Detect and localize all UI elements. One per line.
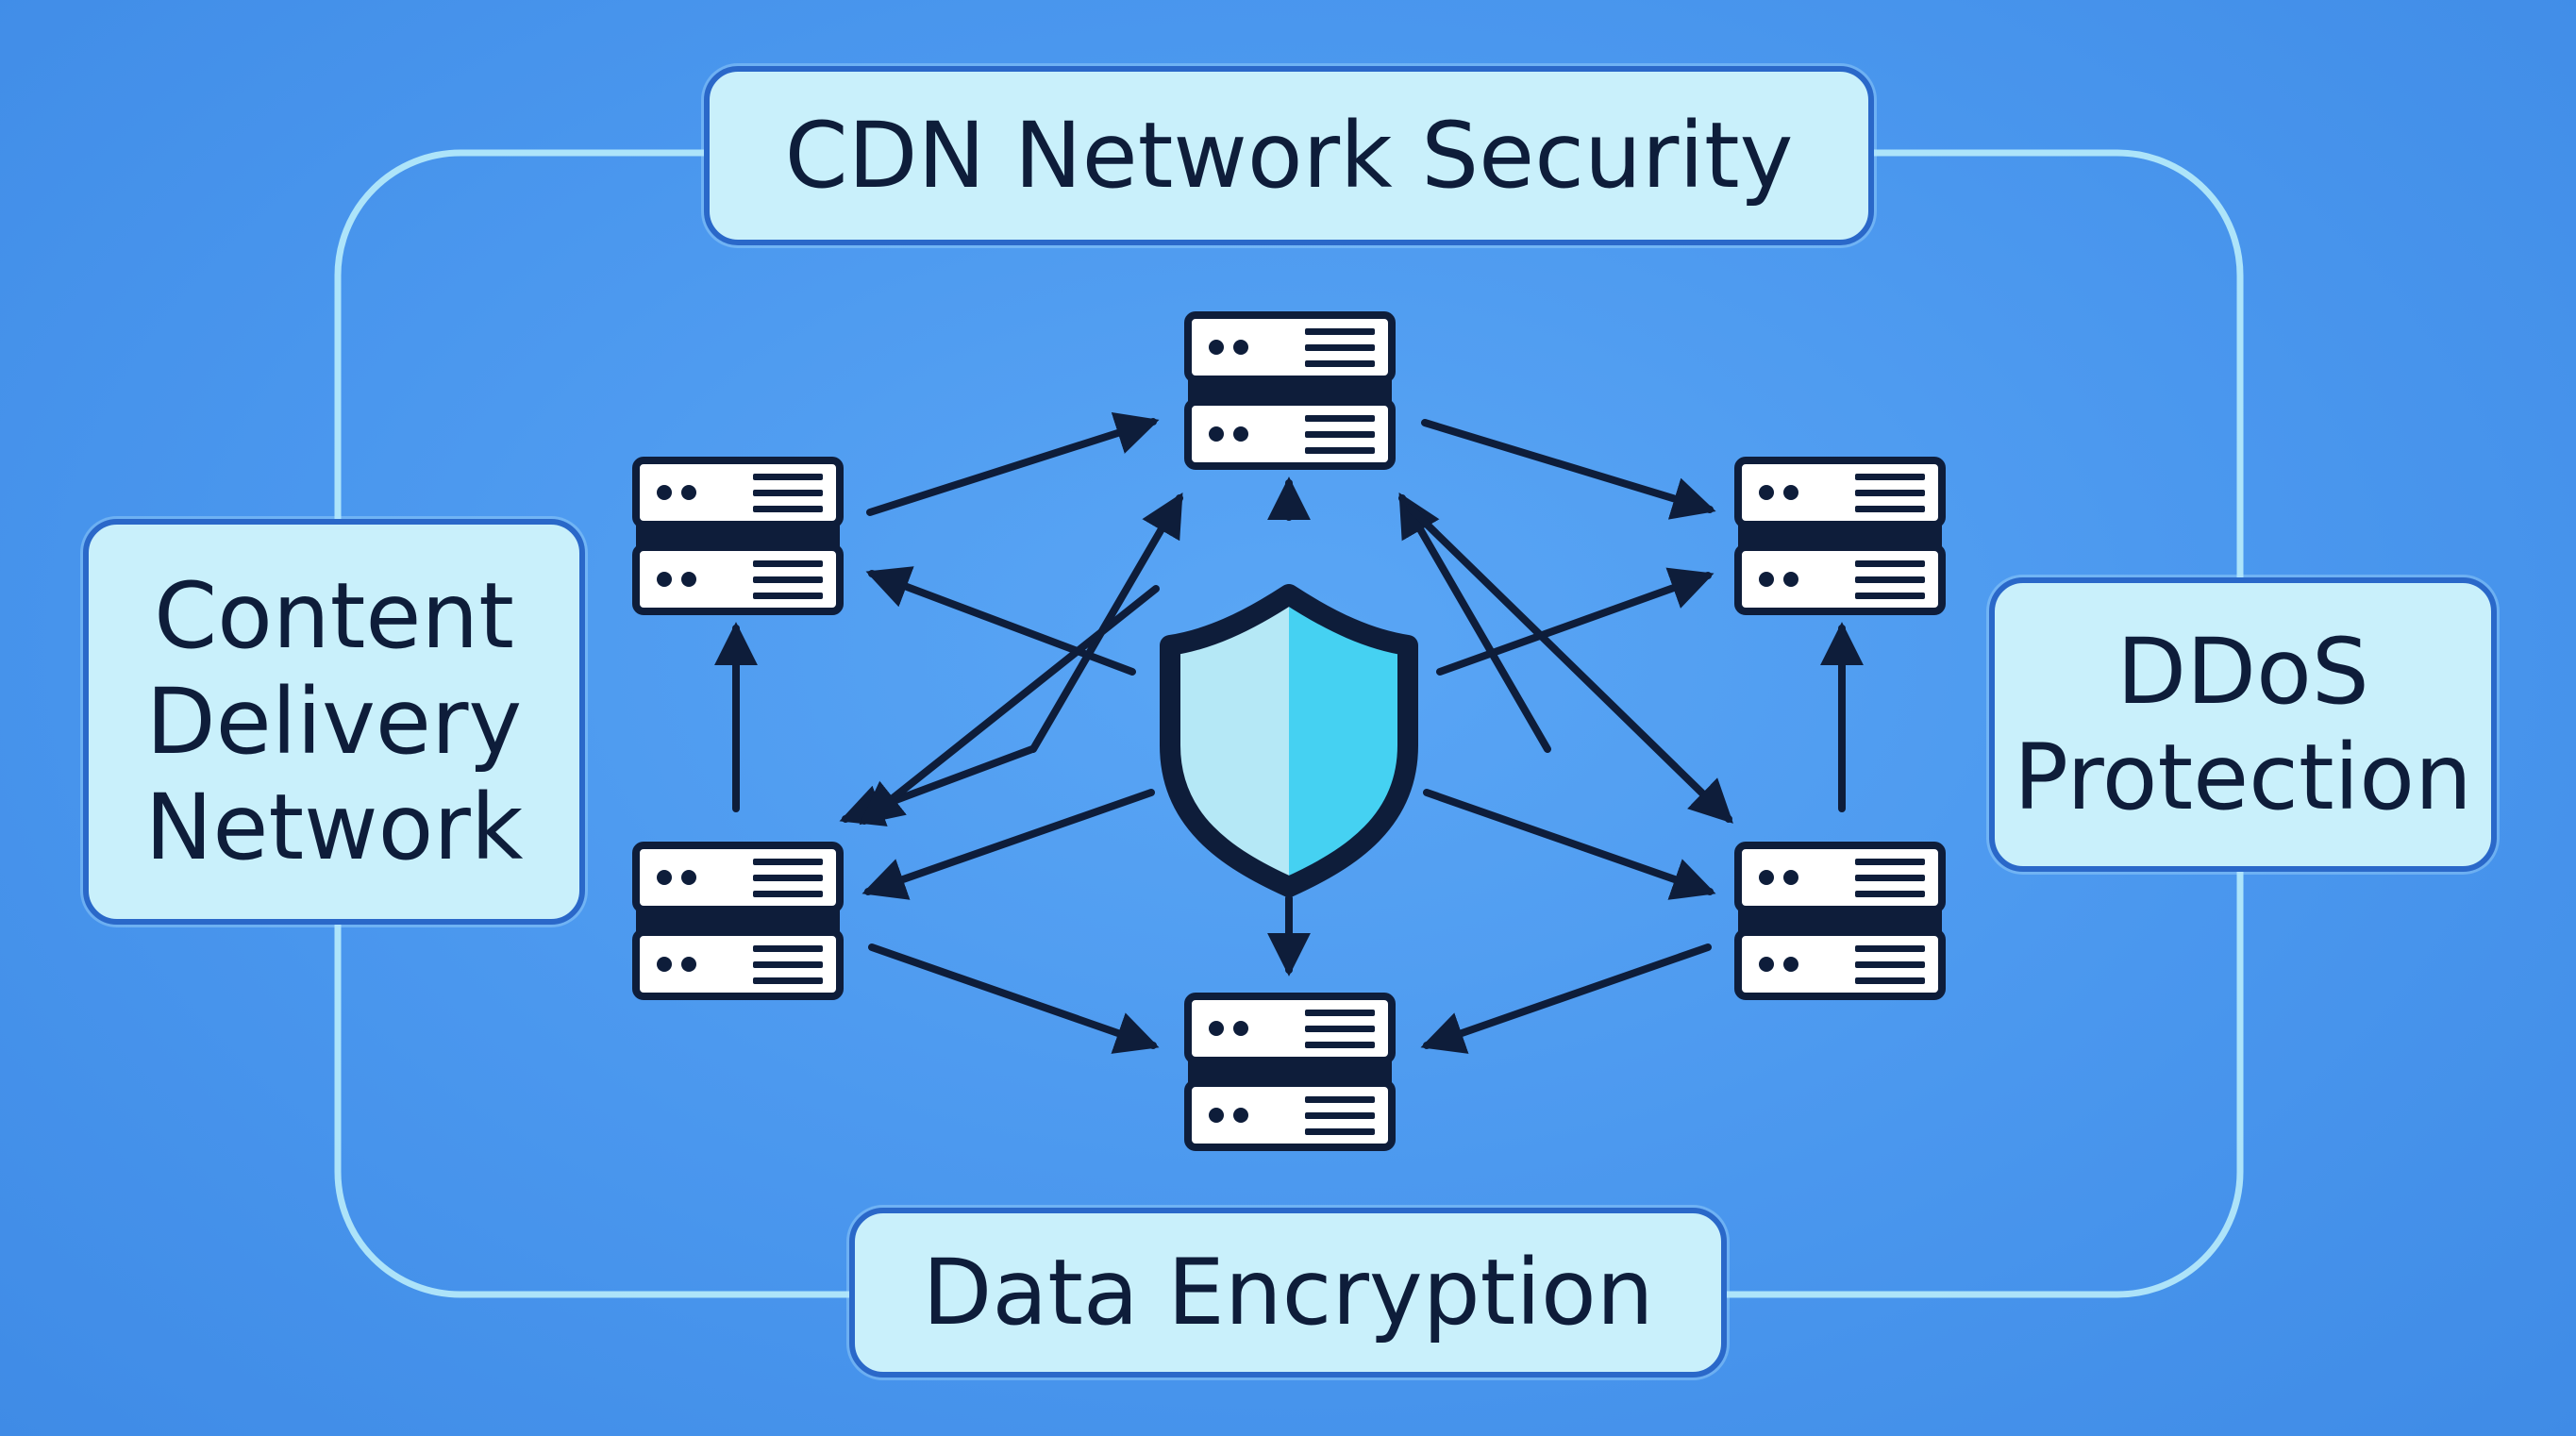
shield-icon xyxy=(1160,584,1418,897)
server-icon xyxy=(1188,315,1392,466)
arrow xyxy=(1420,943,1712,1054)
arrow xyxy=(1436,567,1715,676)
arrow xyxy=(1406,504,1733,824)
arrow xyxy=(865,566,1136,676)
server-icon xyxy=(636,845,840,996)
server-icon xyxy=(636,460,840,611)
server-icon xyxy=(1738,460,1942,611)
title-box: CDN Network Security xyxy=(704,66,1874,245)
encryption-label: Data Encryption xyxy=(922,1239,1654,1345)
arrow xyxy=(861,789,1155,900)
arrow xyxy=(859,585,1160,826)
arrow xyxy=(1421,419,1716,520)
arrow xyxy=(1398,493,1551,753)
ddos-label: DDoS Protection xyxy=(2014,618,2472,830)
server-icon xyxy=(1738,845,1942,996)
arrow xyxy=(1423,789,1716,900)
encryption-label-box: Data Encryption xyxy=(849,1208,1727,1378)
arrow xyxy=(868,943,1160,1054)
page-title: CDN Network Security xyxy=(784,102,1794,209)
cdn-label: Content Delivery Network xyxy=(144,562,524,881)
ddos-label-box: DDoS Protection xyxy=(1989,577,2497,872)
arrow xyxy=(866,412,1160,516)
cdn-label-box: Content Delivery Network xyxy=(83,519,585,925)
server-icon xyxy=(1188,996,1392,1147)
connection-arrows xyxy=(714,412,1864,1054)
